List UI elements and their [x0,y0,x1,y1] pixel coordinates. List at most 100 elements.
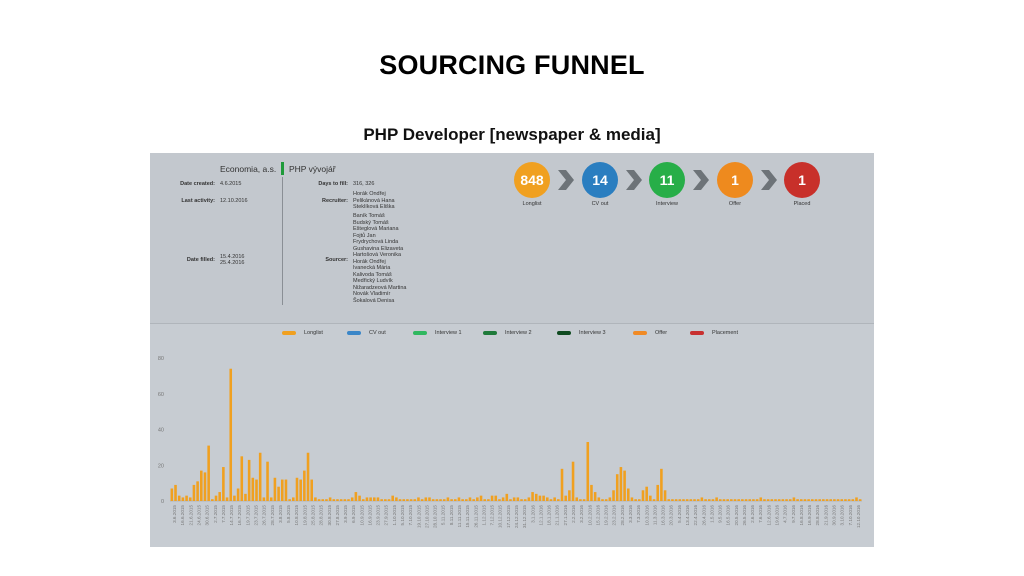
chart-bar[interactable] [814,499,818,501]
chart-bar[interactable] [615,474,619,501]
chart-bar[interactable] [700,497,704,501]
chart-bar[interactable] [365,497,369,501]
chart-bar[interactable] [774,499,777,501]
chart-bar[interactable] [520,499,523,501]
chart-bar[interactable] [339,499,343,501]
chart-bar[interactable] [185,495,188,501]
chart-bar[interactable] [696,499,700,501]
chart-bar[interactable] [542,495,545,501]
chart-bar[interactable] [402,499,406,501]
legend-item[interactable]: CV out [347,330,386,336]
chart-bar[interactable] [763,499,766,501]
chart-bar[interactable] [299,479,302,501]
chart-bar[interactable] [523,499,527,501]
chart-bar[interactable] [601,499,604,501]
chart-bar[interactable] [593,492,597,501]
chart-bar[interactable] [836,499,840,501]
chart-bar[interactable] [490,495,494,501]
chart-bar[interactable] [435,499,439,501]
chart-bar[interactable] [439,499,442,501]
chart-bar[interactable] [803,499,807,501]
chart-bar[interactable] [229,368,233,501]
chart-bar[interactable] [788,499,792,501]
chart-bar[interactable] [328,497,332,501]
chart-bar[interactable] [332,499,336,501]
chart-bar[interactable] [645,486,648,501]
chart-bar[interactable] [188,497,192,501]
chart-bar[interactable] [619,467,623,501]
chart-bar[interactable] [715,497,718,501]
chart-bar[interactable] [211,499,214,501]
chart-bar[interactable] [704,499,707,501]
chart-bar[interactable] [744,499,748,501]
chart-bar[interactable] [855,497,858,501]
chart-bar[interactable] [343,499,347,501]
chart-bar[interactable] [288,499,291,501]
chart-bar[interactable] [796,499,799,501]
funnel-stage-longlist[interactable]: 848 [514,162,550,198]
chart-bar[interactable] [582,499,586,501]
chart-bar[interactable] [240,456,244,501]
chart-bar[interactable] [258,452,262,501]
chart-bar[interactable] [174,484,177,501]
chart-bar[interactable] [512,497,516,501]
chart-bar[interactable] [612,490,615,501]
chart-bar[interactable] [781,499,785,501]
chart-bar[interactable] [531,492,534,501]
legend-item[interactable]: Longlist [282,330,323,336]
chart-bar[interactable] [844,499,847,501]
chart-bar[interactable] [623,470,626,501]
chart-bar[interactable] [509,499,512,501]
chart-bar[interactable] [641,490,645,501]
chart-bar[interactable] [236,488,240,501]
chart-bar[interactable] [391,495,394,501]
company-name[interactable]: Economia, a.s. [220,164,277,174]
chart-bar[interactable] [472,499,475,501]
chart-bar[interactable] [214,495,218,501]
chart-bar[interactable] [380,499,383,501]
chart-bar[interactable] [553,497,556,501]
chart-bar[interactable] [549,499,553,501]
chart-bar[interactable] [207,445,210,501]
chart-bar[interactable] [442,499,446,501]
chart-bar[interactable] [571,461,575,501]
chart-bar[interactable] [719,499,722,501]
chart-bar[interactable] [284,479,288,501]
chart-bar[interactable] [354,492,358,501]
legend-item[interactable]: Interview 1 [413,330,462,336]
chart-bar[interactable] [314,497,317,501]
chart-bar[interactable] [361,499,365,501]
chart-bar[interactable] [192,484,196,501]
chart-bar[interactable] [336,499,339,501]
chart-bar[interactable] [807,499,810,501]
chart-bar[interactable] [590,484,593,501]
chart-bar[interactable] [546,497,549,501]
chart-bar[interactable] [811,499,814,501]
chart-bar[interactable] [707,499,711,501]
chart-bar[interactable] [262,497,266,501]
chart-bar[interactable] [244,493,247,501]
chart-bar[interactable] [306,452,310,501]
chart-bar[interactable] [527,497,531,501]
chart-bar[interactable] [303,470,306,501]
chart-bar[interactable] [280,479,284,501]
chart-bar[interactable] [409,499,413,501]
chart-bar[interactable] [851,499,855,501]
chart-bar[interactable] [505,493,509,501]
chart-bar[interactable] [461,499,464,501]
chart-bar[interactable] [597,497,601,501]
chart-bar[interactable] [501,497,505,501]
chart-bar[interactable] [494,495,498,501]
chart-bar[interactable] [196,481,199,501]
chart-bar[interactable] [255,479,258,501]
chart-bar[interactable] [799,499,803,501]
chart-bar[interactable] [446,497,450,501]
chart-bar[interactable] [685,499,689,501]
funnel-stage-offer[interactable]: 1 [717,162,753,198]
chart-bar[interactable] [678,499,682,501]
chart-bar[interactable] [277,486,280,501]
legend-item[interactable]: Offer [633,330,667,336]
chart-bar[interactable] [417,497,420,501]
chart-bar[interactable] [200,470,203,501]
chart-bar[interactable] [847,499,851,501]
